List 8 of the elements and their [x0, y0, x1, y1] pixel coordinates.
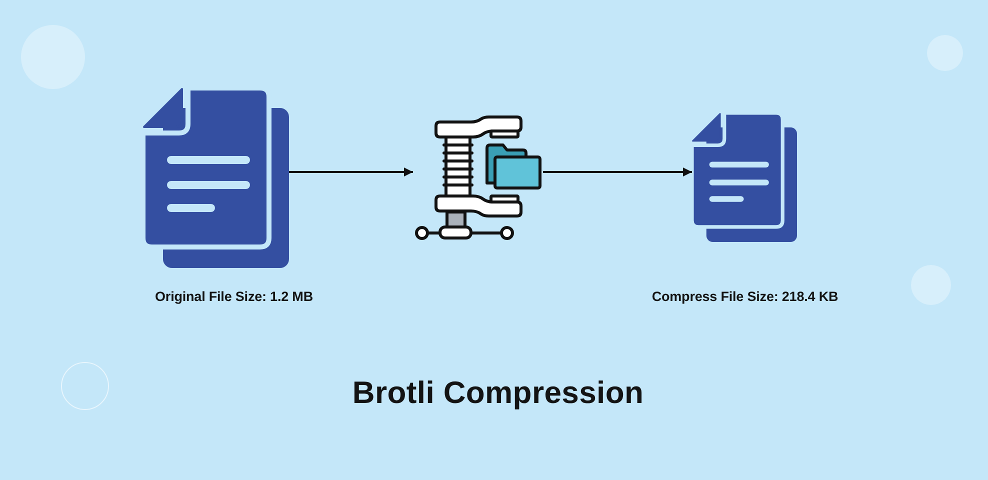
arrow — [543, 168, 692, 176]
arrow — [289, 168, 413, 176]
file-size-caption: Compress File Size: 218.4 KB — [650, 288, 840, 305]
document-stack-illustration — [692, 113, 797, 242]
document-stack-illustration — [143, 88, 289, 268]
file-size-caption: Original File Size: 1.2 MB — [154, 288, 314, 305]
diagram-title: Brotli Compression — [351, 374, 645, 412]
clamp-folder-illustration — [413, 115, 543, 240]
